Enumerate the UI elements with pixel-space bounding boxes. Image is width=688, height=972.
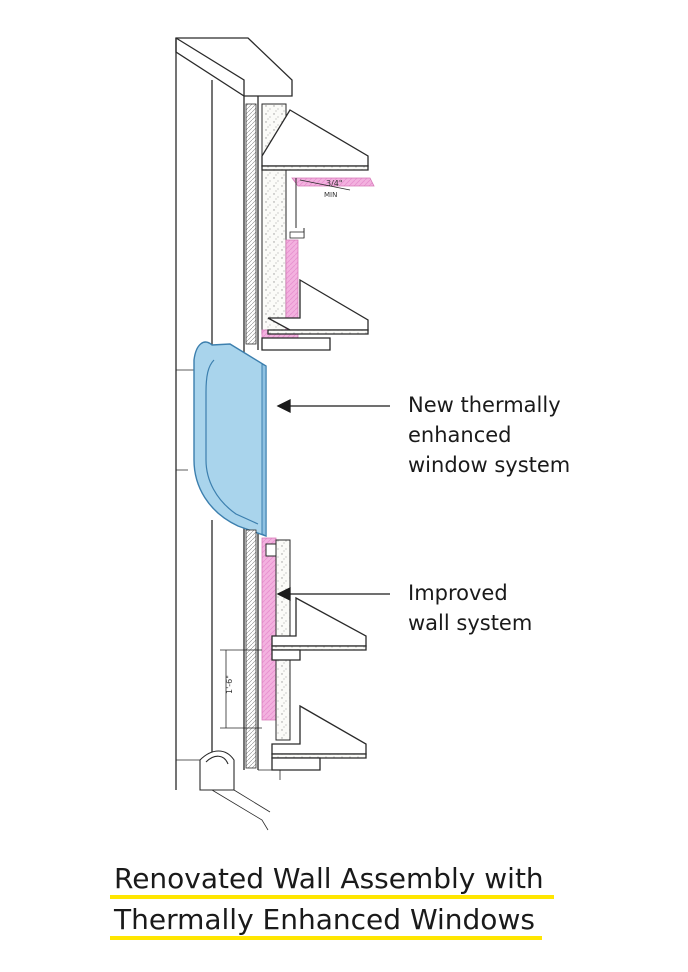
wall-callout-line-2: wall system [408, 611, 533, 635]
dimension-top-value: 3/4" [326, 179, 343, 188]
dimension-side: 1'-6" [220, 649, 262, 729]
dimension-top: 3/4" MIN [289, 178, 351, 239]
upper-floor-slabs [261, 109, 369, 351]
dimension-top-note: MIN [324, 191, 337, 199]
caption-highlight-2 [110, 936, 542, 940]
dimension-side-value: 1'-6" [225, 675, 234, 694]
window-callout-line-2: enhanced [408, 423, 512, 447]
window-arrow-icon [276, 398, 291, 414]
base-sill [199, 750, 281, 831]
caption-line-1: Renovated Wall Assembly with [114, 862, 544, 895]
wall-callout-label: Improved wall system [408, 578, 532, 638]
window-callout-line-1: New thermally [408, 393, 561, 417]
caption-line-2: Thermally Enhanced Windows [114, 903, 535, 936]
wall-arrow-icon [276, 586, 291, 602]
lower-floor-slabs [271, 596, 367, 771]
window-system [193, 341, 267, 537]
callout-arrows [276, 398, 390, 602]
caption-highlight-1 [110, 895, 554, 899]
wall-callout-line-1: Improved [408, 581, 508, 605]
facade-wall [175, 37, 293, 790]
window-callout-label: New thermally enhanced window system [408, 390, 570, 480]
window-callout-line-3: window system [408, 453, 571, 477]
